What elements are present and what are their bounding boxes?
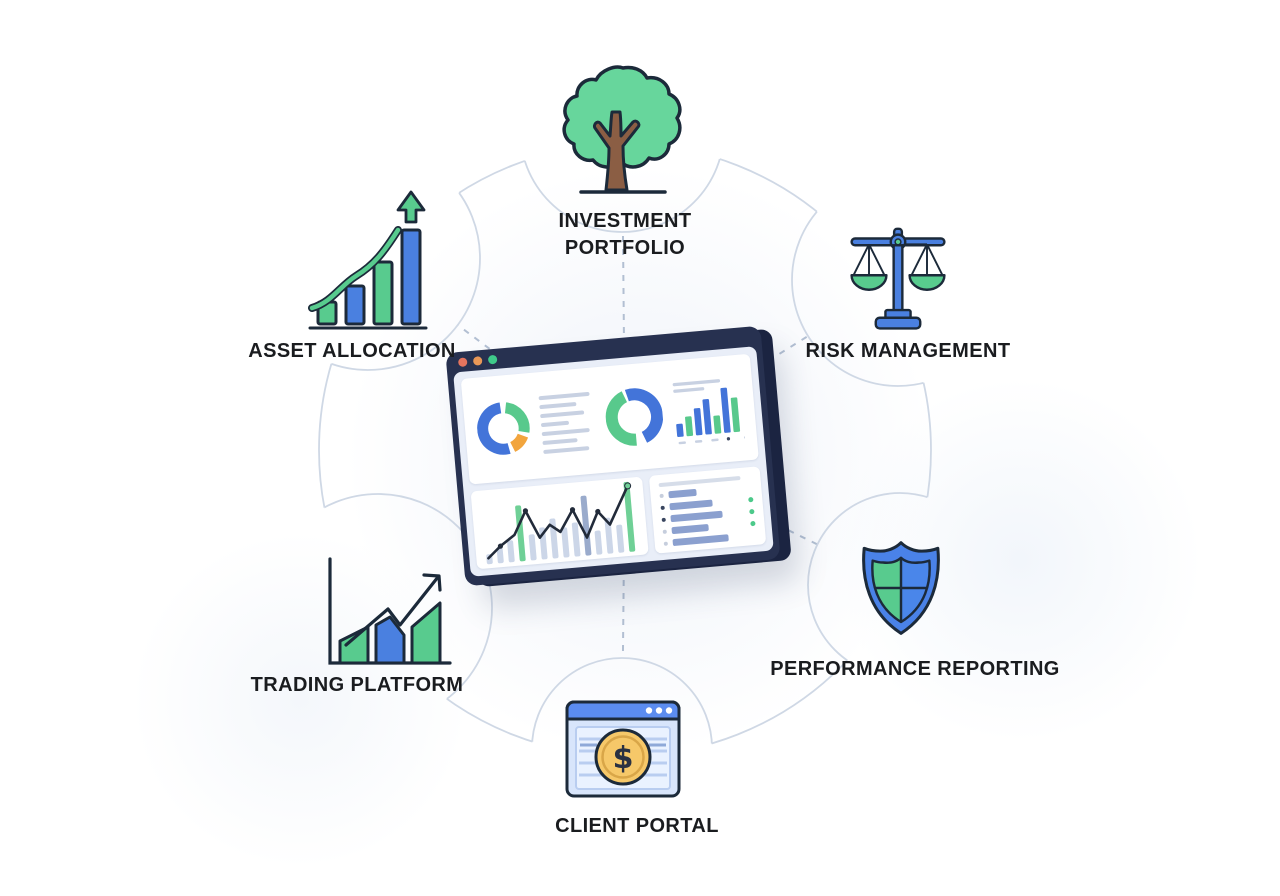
shield-icon bbox=[862, 541, 940, 635]
trading-chart-icon bbox=[328, 557, 452, 665]
mini-bar-chart bbox=[672, 379, 746, 445]
dashboard-body bbox=[453, 346, 774, 577]
svg-text:$: $ bbox=[613, 741, 634, 776]
label-asset-allocation: ASSET ALLOCATION bbox=[248, 340, 456, 362]
placeholder-line bbox=[538, 391, 590, 401]
label-performance-reporting: PERFORMANCE REPORTING bbox=[770, 658, 1060, 680]
dashboard-list-card bbox=[648, 466, 767, 554]
list-row bbox=[663, 532, 757, 547]
placeholder-line bbox=[540, 420, 569, 428]
donut-chart-1 bbox=[477, 402, 530, 455]
balance-scale-icon bbox=[850, 227, 946, 330]
label-investment-portfolio: INVESTMENT PORTFOLIO bbox=[558, 210, 692, 259]
browser-dollar-icon: $ bbox=[565, 700, 681, 798]
placeholder-line bbox=[541, 427, 591, 437]
line-bar-combo-chart bbox=[486, 481, 636, 565]
dashboard-line-chart-card bbox=[470, 476, 649, 570]
dashboard-window bbox=[445, 325, 781, 587]
placeholder-line bbox=[538, 401, 577, 410]
placeholder-line bbox=[542, 446, 589, 455]
donut-chart-2 bbox=[605, 388, 663, 446]
label-client-portal: CLIENT PORTAL bbox=[555, 815, 719, 837]
placeholder-line bbox=[539, 410, 585, 419]
bar-growth-icon bbox=[308, 190, 428, 330]
label-risk-management: RISK MANAGEMENT bbox=[805, 340, 1011, 362]
placeholder-line bbox=[541, 437, 578, 446]
label-trading-platform: TRADING PLATFORM bbox=[250, 674, 464, 696]
dashboard-top-card bbox=[460, 353, 759, 485]
window-control-dot bbox=[487, 354, 498, 365]
tree-icon bbox=[562, 65, 682, 194]
placeholder-text-lines bbox=[538, 391, 597, 455]
